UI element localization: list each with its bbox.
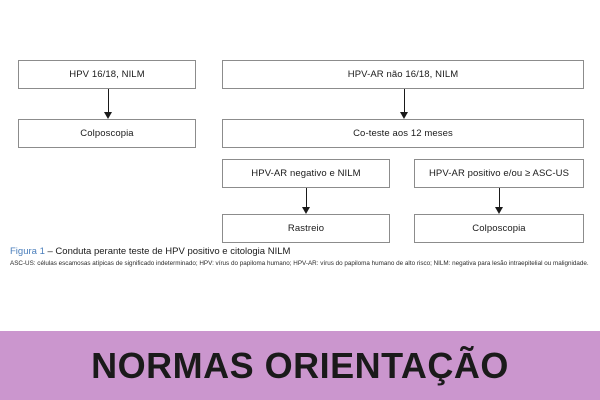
flow-node-label: HPV 16/18, NILM [69, 68, 145, 80]
figure-number-label: Figura 1 [10, 246, 45, 257]
flow-arrow-positivo-to-colposcopia [494, 188, 504, 214]
flow-node-label: HPV-AR positivo e/ou ≥ ASC-US [428, 167, 570, 179]
flow-arrow-hpvar-to-coteste [399, 89, 409, 119]
banner-title: NORMAS ORIENTAÇÃO [91, 344, 509, 386]
figure-abbreviation-note: ASC-US: células escamosas atípicas de si… [10, 260, 589, 267]
arrow-head [495, 207, 503, 214]
figure-caption-text: – Conduta perante teste de HPV positivo … [44, 246, 291, 257]
arrow-shaft [498, 188, 500, 207]
flow-node-hpv-1618: HPV 16/18, NILM [18, 60, 196, 89]
norms-banner: NORMAS ORIENTAÇÃO [0, 331, 600, 400]
flow-arrow-hpv1618-to-colposcopia [103, 89, 113, 119]
arrow-head [400, 112, 408, 119]
arrow-head [104, 112, 112, 119]
flow-node-label: Colposcopia [80, 127, 134, 139]
flow-node-label: HPV-AR negativo e NILM [251, 167, 361, 179]
flow-arrow-negativo-to-rastreio [301, 188, 311, 214]
flow-node-colposcopia-2: Colposcopia [414, 214, 584, 243]
flow-node-label: Co-teste aos 12 meses [353, 127, 453, 139]
flow-node-colposcopia-1: Colposcopia [18, 119, 196, 148]
flow-node-label: HPV-AR não 16/18, NILM [347, 68, 459, 80]
figure-caption-title: Figura 1 – Conduta perante teste de HPV … [10, 245, 592, 258]
flow-node-label: Colposcopia [472, 222, 526, 234]
arrow-shaft [305, 188, 307, 207]
flow-node-rastreio: Rastreio [222, 214, 390, 243]
arrow-head [302, 207, 310, 214]
flow-node-hpv-ar-positivo: HPV-AR positivo e/ou ≥ ASC-US [414, 159, 584, 188]
flow-node-co-teste: Co-teste aos 12 meses [222, 119, 584, 148]
flow-node-hpv-ar-nao-1618: HPV-AR não 16/18, NILM [222, 60, 584, 89]
figure-caption-block: Figura 1 – Conduta perante teste de HPV … [10, 245, 592, 269]
arrow-shaft [403, 89, 405, 112]
flowchart-diagram: HPV 16/18, NILM HPV-AR não 16/18, NILM C… [18, 60, 584, 243]
flow-node-label: Rastreio [287, 222, 325, 234]
flow-node-hpv-ar-negativo: HPV-AR negativo e NILM [222, 159, 390, 188]
arrow-shaft [107, 89, 109, 112]
